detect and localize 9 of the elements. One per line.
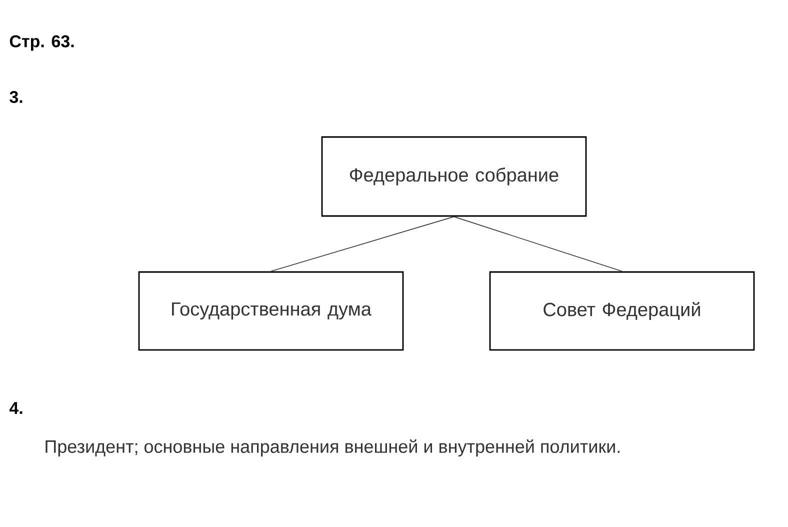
connector-line bbox=[270, 216, 454, 272]
process-box: Совет Федераций bbox=[489, 271, 755, 351]
page-heading: Стр. 63. bbox=[10, 35, 74, 51]
process-box: Федеральное собрание bbox=[321, 136, 587, 217]
answer-text: Президент; основные направления внешней и внутренней политики. bbox=[46, 439, 620, 457]
section-number: 3. bbox=[10, 90, 22, 104]
connector-line bbox=[454, 216, 622, 272]
section-number: 4. bbox=[9, 402, 22, 414]
process-box: Государственная дума bbox=[138, 271, 404, 351]
